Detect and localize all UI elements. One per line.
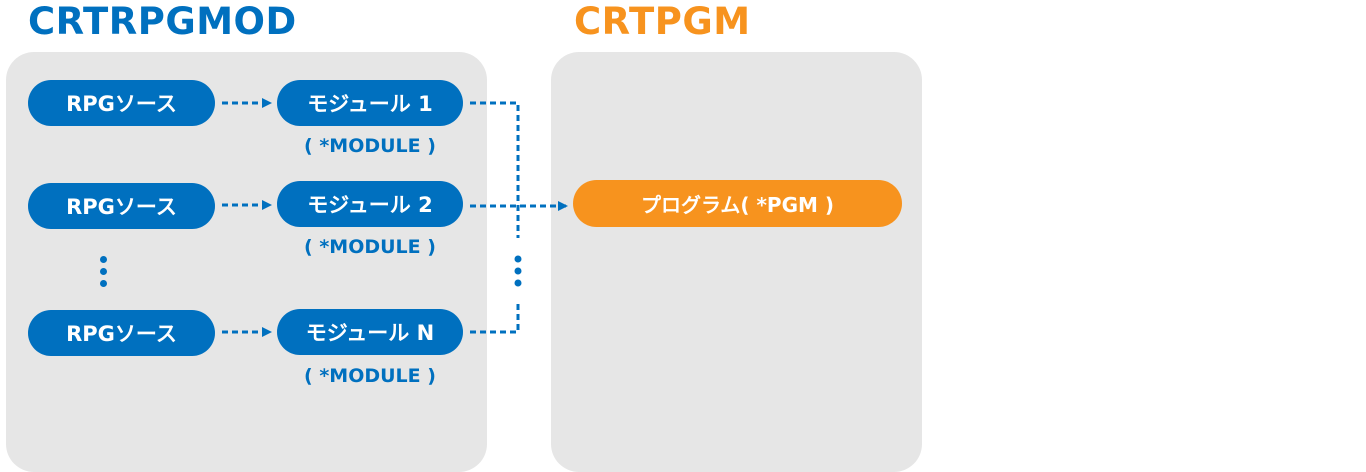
rpg-source-node-n[interactable]: RPGソース bbox=[28, 310, 215, 356]
program-node[interactable]: プログラム( *PGM ) bbox=[573, 180, 902, 227]
vertical-ellipsis-icon bbox=[100, 256, 108, 292]
connector-module-1 bbox=[470, 101, 520, 238]
connector-arrows bbox=[222, 98, 568, 337]
bus-ellipsis-dot bbox=[514, 279, 522, 287]
module-node-1[interactable]: モジュール 1 bbox=[277, 80, 463, 126]
ellipsis-dot bbox=[100, 268, 107, 275]
module-node-2[interactable]: モジュール 2 bbox=[277, 181, 463, 227]
crtpgm-panel bbox=[551, 52, 922, 472]
crtrpgmod-title: CRTRPGMOD bbox=[28, 0, 297, 43]
rpg-source-node-1[interactable]: RPGソース bbox=[28, 80, 215, 126]
crtpgm-title: CRTPGM bbox=[574, 0, 751, 43]
module-node-n[interactable]: モジュール N bbox=[277, 309, 463, 355]
bus-ellipsis-dot bbox=[514, 267, 522, 275]
module-type-label-2: ( *MODULE ) bbox=[304, 236, 436, 258]
connector-module-n bbox=[470, 300, 520, 334]
ellipsis-dot bbox=[100, 280, 107, 287]
bus-ellipsis-dot bbox=[514, 255, 522, 263]
rpg-source-node-2[interactable]: RPGソース bbox=[28, 183, 215, 229]
module-type-label-1: ( *MODULE ) bbox=[304, 135, 436, 157]
ellipsis-dot bbox=[100, 256, 107, 263]
module-type-label-n: ( *MODULE ) bbox=[304, 365, 436, 387]
